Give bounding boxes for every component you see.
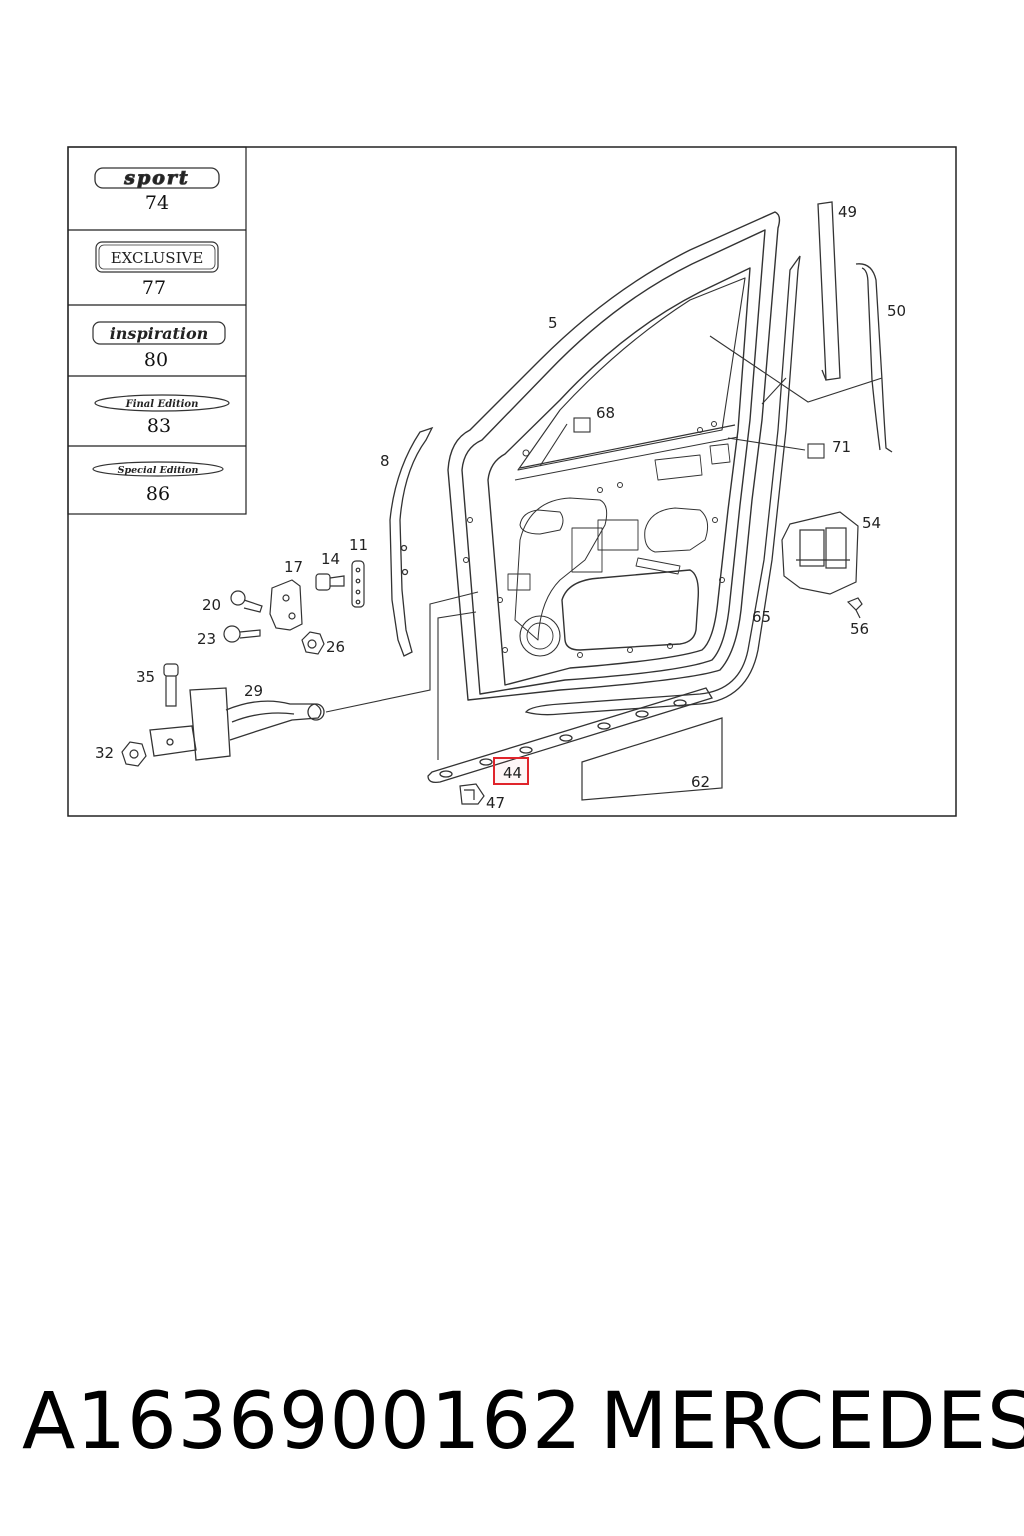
badge-inspiration: inspiration [92, 321, 226, 345]
part-17-bracket [269, 579, 303, 631]
callout-68: 68 [596, 404, 615, 422]
callout-35: 35 [136, 668, 155, 686]
callout-5: 5 [548, 314, 558, 332]
door-holes [463, 421, 725, 658]
badge-table [67, 146, 247, 515]
badge-sport: sport [94, 167, 220, 190]
callout-54: 54 [862, 514, 881, 532]
callout-49: 49 [838, 203, 857, 221]
part-23-screw [223, 625, 261, 643]
door-shell [447, 211, 781, 701]
badge-exclusive-label: EXCLUSIVE [111, 249, 204, 267]
callout-8: 8 [380, 452, 390, 470]
highlight-box [493, 757, 529, 785]
callout-17: 17 [284, 558, 303, 576]
callout-23: 23 [197, 630, 216, 648]
callout-11: 11 [349, 536, 368, 554]
badge-sport-number: 74 [145, 192, 169, 214]
badge-final-edition-number: 83 [147, 415, 171, 437]
callout-62: 62 [691, 773, 710, 791]
badge-final-edition-label: Final Edition [125, 399, 199, 410]
badge-final-edition: Final Edition [94, 394, 230, 412]
callout-56: 56 [850, 620, 869, 638]
callout-20: 20 [202, 596, 221, 614]
footer: A1636900162 MERCEDES [0, 1372, 1024, 1472]
badge-inspiration-label: inspiration [110, 324, 209, 343]
part-number: A1636900162 [22, 1377, 583, 1467]
part-49-pillar-trim [817, 201, 841, 381]
callout-32: 32 [95, 744, 114, 762]
part-20-screw [230, 590, 263, 613]
part-71-label [807, 443, 825, 459]
part-56-clip [846, 597, 863, 619]
callout-14: 14 [321, 550, 340, 568]
callout-71: 71 [832, 438, 851, 456]
badge-inspiration-number: 80 [144, 349, 168, 371]
part-62-panel [581, 717, 723, 801]
callout-29: 29 [244, 682, 263, 700]
part-68-label [573, 417, 591, 433]
callout-65: 65 [752, 608, 771, 626]
part-47-clip [459, 783, 485, 805]
part-44-molding [427, 687, 713, 784]
brand-name: MERCEDES [600, 1377, 1024, 1467]
part-11-plate [351, 560, 365, 608]
badge-sport-label: sport [123, 167, 189, 189]
part-50-seal [855, 263, 893, 453]
part-8-strip [389, 426, 434, 657]
callout-50: 50 [887, 302, 906, 320]
part-35-bolt [163, 663, 179, 707]
badge-special-edition: Special Edition [92, 461, 224, 477]
badge-exclusive-number: 77 [142, 277, 166, 299]
callout-47: 47 [486, 794, 505, 812]
part-26-nut [301, 631, 325, 655]
part-54-lock [781, 511, 859, 595]
callout-26: 26 [326, 638, 345, 656]
badge-special-edition-label: Special Edition [118, 465, 199, 476]
callout-44: 44 [503, 764, 522, 782]
part-65-seal [524, 255, 801, 716]
badge-special-edition-number: 86 [146, 483, 170, 505]
part-14-bolt [315, 573, 345, 591]
badge-exclusive: EXCLUSIVE [95, 241, 219, 273]
part-32-nut [121, 741, 147, 767]
part-29-check-strap [149, 687, 325, 761]
leader-lines [325, 335, 883, 760]
